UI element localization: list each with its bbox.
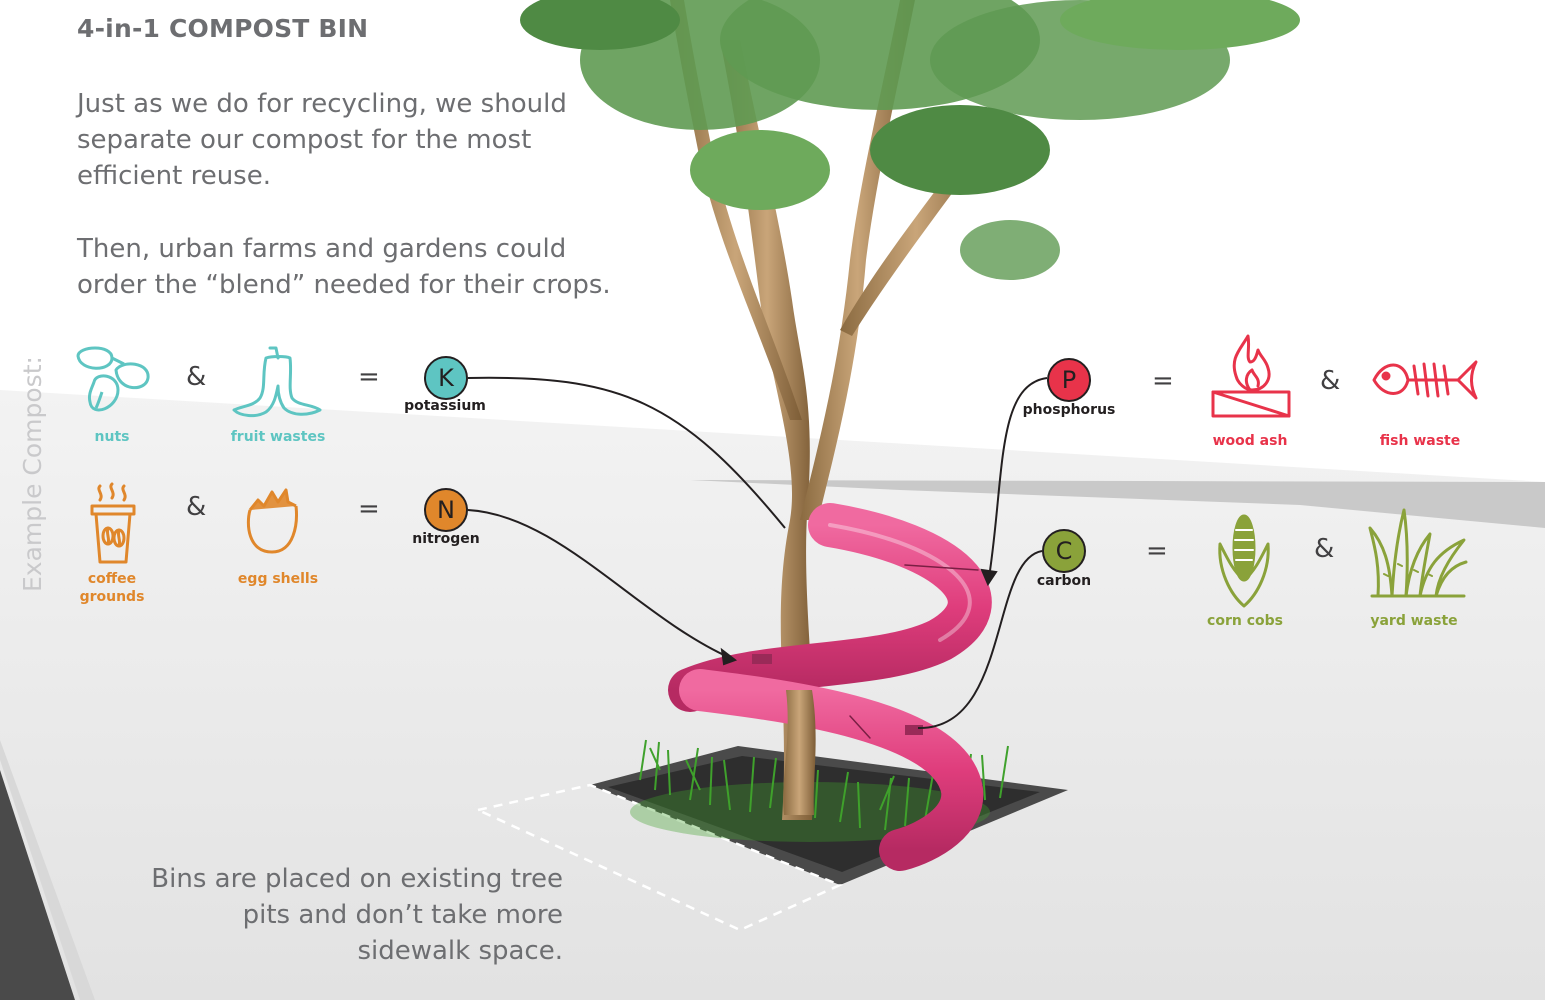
item-label-egg-shells: egg shells: [237, 571, 319, 587]
nutrient-c-name: carbon: [1036, 573, 1092, 589]
intro-paragraph-2: Then, urban farms and gardens could orde…: [77, 231, 611, 303]
item-label-wood-ash: wood ash: [1212, 433, 1288, 449]
equals-operator: =: [1146, 536, 1168, 566]
nutrient-n-name: nitrogen: [412, 531, 480, 547]
campfire-icon: [1211, 334, 1291, 418]
equals-operator: =: [358, 494, 380, 524]
nuts-icon: [76, 346, 150, 412]
item-label-nuts: nuts: [94, 429, 130, 445]
item-label-coffee-grounds: coffee grounds: [79, 571, 145, 605]
intro-line: Then, urban farms and gardens could: [77, 234, 567, 264]
arrow-p: [980, 568, 998, 587]
tree-foliage: [520, 0, 1300, 280]
bins-note-line: sidewalk space.: [357, 936, 563, 966]
nutrient-p-name: phosphorus: [1022, 402, 1116, 418]
connector-k: [467, 376, 786, 529]
bins-note-line: pits and don’t take more: [242, 900, 563, 930]
banana-peel-icon: [232, 346, 322, 418]
equals-operator: =: [1152, 366, 1174, 396]
intro-paragraph-1: Just as we do for recycling, we should s…: [77, 86, 567, 194]
arrow-n: [720, 647, 738, 666]
item-label-fruit-wastes: fruit wastes: [230, 429, 326, 445]
and-operator: &: [186, 492, 207, 522]
item-label-corn-cobs: corn cobs: [1207, 613, 1283, 629]
spiral-compost-bin: [668, 503, 992, 871]
equals-operator: =: [358, 362, 380, 392]
egg-shell-icon: [246, 488, 298, 554]
nutrient-n-circle: N: [424, 488, 468, 532]
fish-bone-icon: [1372, 360, 1478, 400]
intro-line: efficient reuse.: [77, 161, 271, 191]
nutrient-p-circle: P: [1047, 358, 1091, 402]
and-operator: &: [1314, 534, 1335, 564]
connector-c: [917, 550, 1043, 730]
tree-trunk-front: [783, 690, 816, 815]
connector-p: [987, 377, 1048, 585]
and-operator: &: [1320, 366, 1341, 396]
bins-note-line: Bins are placed on existing tree: [151, 864, 563, 894]
page-title: 4-in-1 COMPOST BIN: [77, 14, 369, 43]
item-label-fish-waste: fish waste: [1379, 433, 1461, 449]
connector-lines: [467, 376, 1048, 730]
example-compost-label: Example Compost:: [18, 356, 47, 592]
bins-note: Bins are placed on existing tree pits an…: [151, 861, 563, 969]
nutrient-k-name: potassium: [404, 398, 486, 414]
intro-line: order the “blend” needed for their crops…: [77, 270, 611, 300]
intro-line: Just as we do for recycling, we should: [77, 89, 567, 119]
nutrient-k-circle: K: [424, 356, 468, 400]
connector-n: [467, 509, 736, 661]
nutrient-c-circle: C: [1042, 529, 1086, 573]
corn-icon: [1218, 514, 1270, 608]
coffee-cup-icon: [90, 482, 136, 564]
grass-icon: [1368, 508, 1468, 598]
and-operator: &: [186, 362, 207, 392]
intro-line: separate our compost for the most: [77, 125, 532, 155]
item-label-yard-waste: yard waste: [1370, 613, 1458, 629]
